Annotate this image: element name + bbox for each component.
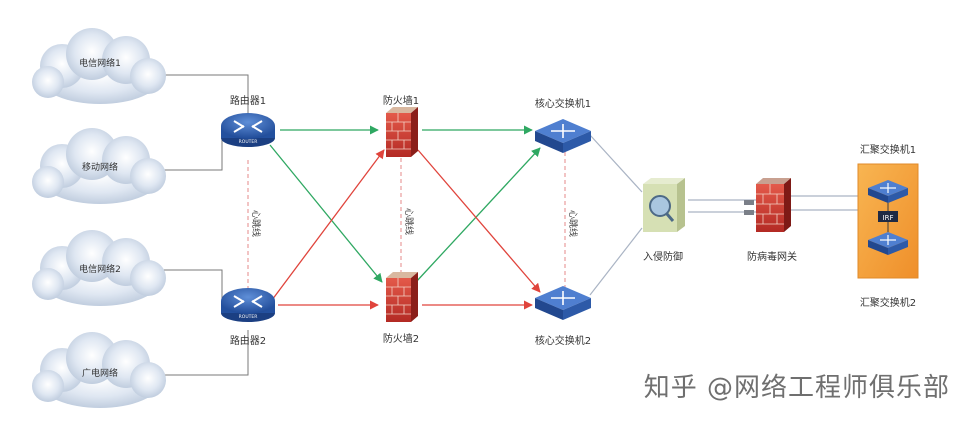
heartbeat-label: 心跳线 [567, 210, 579, 237]
firewall-2: 防火墙2 [383, 272, 419, 345]
brick-pattern-icon [386, 278, 411, 315]
cloud-label: 广电网络 [82, 367, 118, 379]
router-badge: ROUTER [239, 139, 258, 145]
router-label: 路由器1 [230, 94, 266, 107]
router-label: 路由器2 [230, 334, 266, 347]
firewall-label: 防火墙1 [383, 94, 419, 107]
switch-arrows-icon [880, 235, 896, 245]
aggregation-switch-stack: 汇聚交换机1 IRF 汇聚交换机2 [857, 143, 919, 309]
switch-arrows-icon [551, 291, 575, 305]
cloud-broadcast: 广电网络 [32, 332, 166, 408]
cloud-label: 电信网络2 [79, 263, 121, 275]
aggregation-label-2: 汇聚交换机2 [860, 296, 916, 309]
core-switch-label: 核心交换机1 [535, 97, 591, 110]
gray-links [589, 134, 858, 296]
core-switch-label: 核心交换机2 [535, 334, 591, 347]
core-switch-2: 核心交换机2 [535, 286, 591, 347]
ids-label: 入侵防御 [643, 250, 683, 263]
green-links [269, 125, 541, 283]
irf-badge [878, 211, 898, 222]
switch-arrows-icon [551, 124, 575, 138]
router-1: ROUTER 路由器1 [221, 94, 275, 147]
cloud-telecom-1: 电信网络1 [32, 28, 166, 104]
antivirus-label: 防病毒网关 [747, 250, 797, 263]
cloud-label: 电信网络1 [79, 57, 121, 69]
brick-pattern-icon [756, 184, 784, 225]
firewall-label: 防火墙2 [383, 332, 419, 345]
router-arrows-icon [233, 295, 263, 308]
watermark-text: 知乎 @网络工程师俱乐部 [644, 373, 950, 403]
router-arrows-icon [233, 120, 263, 133]
cloud-links [148, 74, 249, 376]
antivirus-gateway: 防病毒网关 [744, 178, 797, 263]
cloud-telecom-2: 电信网络2 [32, 230, 166, 306]
switch-arrows-icon [880, 183, 896, 193]
cloud-label: 移动网络 [82, 161, 118, 173]
firewall-1: 防火墙1 [383, 94, 419, 157]
brick-pattern-icon [386, 113, 411, 150]
aggregation-switch-1 [868, 180, 908, 203]
irf-label: IRF [883, 214, 894, 222]
cloud-mobile: 移动网络 [32, 128, 166, 204]
intrusion-prevention: 入侵防御 [643, 178, 685, 263]
red-links [271, 149, 541, 310]
aggregation-label-1: 汇聚交换机1 [860, 143, 916, 156]
core-switch-1: 核心交换机1 [535, 97, 591, 153]
heartbeat-labels: 心跳线 心跳线 心跳线 [250, 208, 579, 237]
heartbeat-label: 心跳线 [250, 210, 262, 237]
router-badge: ROUTER [239, 314, 258, 320]
router-2: ROUTER 路由器2 [221, 288, 275, 347]
aggregation-switch-2 [868, 232, 908, 255]
heartbeat-lines [247, 152, 566, 290]
heartbeat-label: 心跳线 [403, 208, 415, 235]
magnifier-icon [649, 195, 671, 217]
